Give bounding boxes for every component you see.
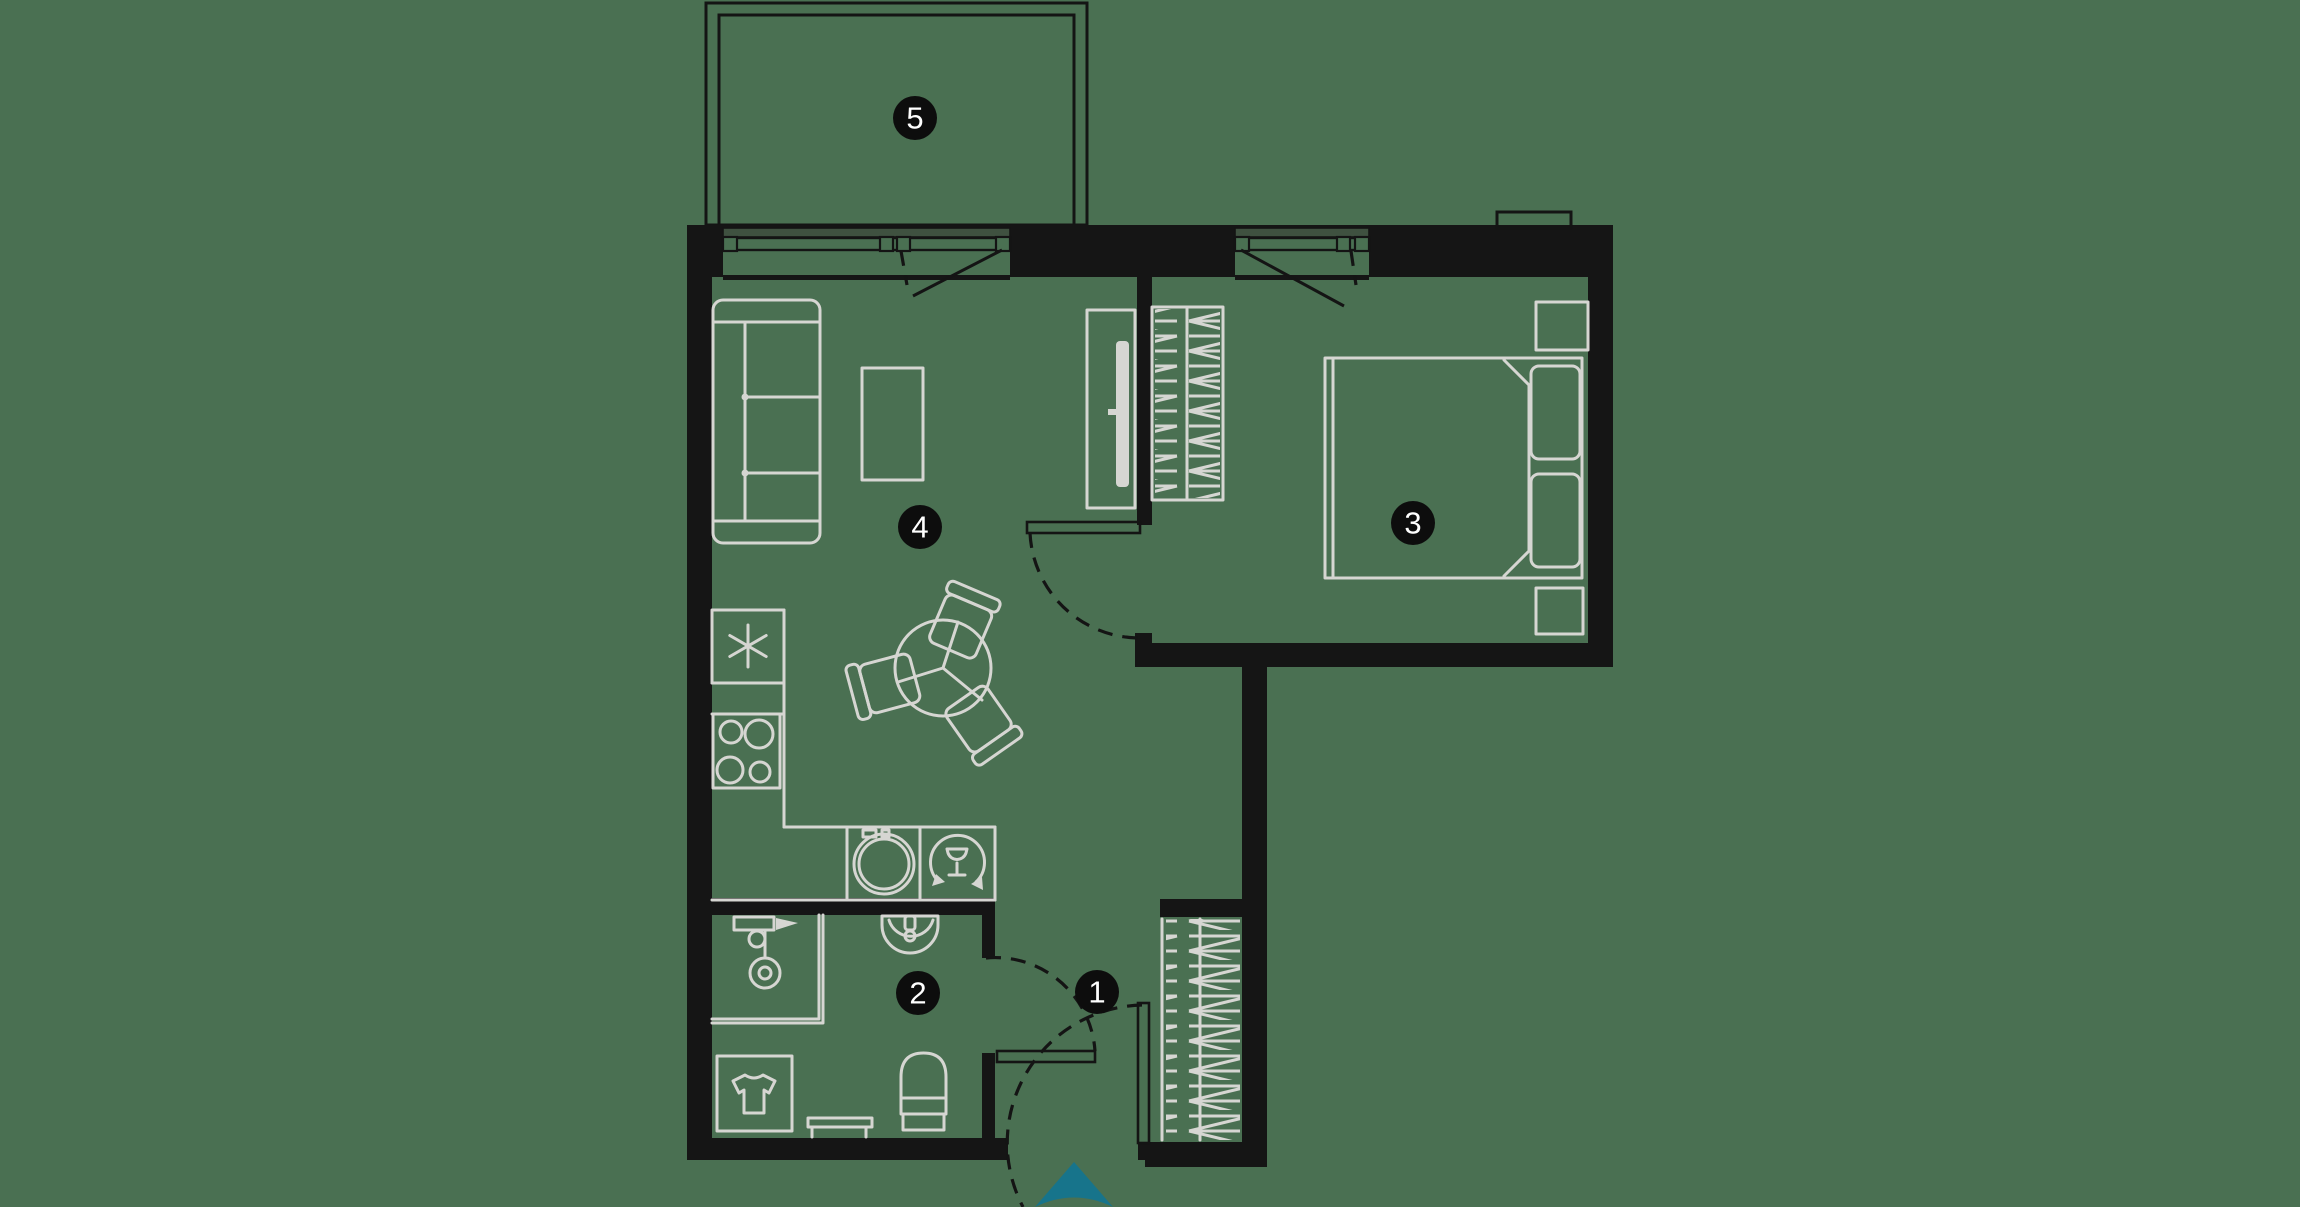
balcony-door-swing-line	[912, 248, 1003, 298]
dining-chair	[928, 579, 1002, 660]
wall-right	[1588, 225, 1613, 667]
wall-bathroom-right-upper	[982, 915, 995, 958]
fridge	[710, 608, 786, 685]
t-shirt-icon	[731, 1073, 777, 1115]
wine-glass-recycle-icon	[929, 833, 986, 890]
door-swing-arc	[1005, 1003, 1143, 1207]
dining-chair	[944, 684, 1024, 767]
marker-number: 5	[906, 101, 923, 136]
window-mullion	[1335, 235, 1352, 253]
shower-spray-icon	[776, 918, 798, 930]
door-swing-arc	[1028, 532, 1141, 640]
wall-left	[687, 225, 712, 1160]
marker-number: 2	[909, 976, 926, 1011]
shower-mixer	[732, 915, 776, 932]
window-mullion	[994, 235, 1012, 253]
door-leaf	[1025, 520, 1142, 535]
marker-number: 3	[1404, 506, 1421, 541]
window-outer-face-line	[723, 225, 1010, 228]
wall-top-middle-segment	[1010, 225, 1235, 277]
nightstand	[1534, 586, 1585, 636]
entrance-arrow-icon	[1035, 1162, 1113, 1207]
tv-screen	[1116, 341, 1129, 487]
door-swing-arc	[985, 955, 1097, 1052]
pillow	[1529, 472, 1582, 569]
coffee-table	[860, 366, 925, 482]
dining-chair	[844, 652, 922, 721]
wall-closet-right	[1242, 667, 1267, 1167]
dining-table	[893, 618, 993, 718]
window-ledge	[1234, 227, 1370, 238]
marker-number: 4	[911, 510, 928, 545]
snowflake-icon	[728, 623, 768, 669]
stove	[711, 712, 782, 790]
entrance-door-hinge-block	[1138, 1142, 1160, 1160]
window-mullion	[1353, 235, 1371, 253]
faucet	[903, 914, 917, 932]
toilet	[899, 1051, 948, 1132]
bathroom-door	[985, 955, 1097, 1064]
wall-top-right-segment	[1369, 225, 1613, 277]
bedroom-window-inner-face-line	[1235, 275, 1369, 280]
window-frame	[721, 236, 1012, 252]
shower-glass	[710, 913, 825, 1025]
shower	[710, 913, 825, 1025]
room-marker-living-room[interactable]: 4	[898, 505, 942, 549]
washing-machine	[852, 828, 916, 896]
pillow	[1529, 364, 1582, 461]
wall-closet-bottom	[1145, 1142, 1267, 1167]
living-room-window	[721, 227, 1012, 298]
room-marker-bathroom[interactable]: 2	[896, 971, 940, 1015]
balcony-door-swing-dash	[899, 250, 909, 286]
bed	[1323, 356, 1584, 580]
shower-drain	[748, 956, 782, 990]
wall-bottom	[687, 1138, 1008, 1160]
window-swing-line	[1240, 248, 1345, 308]
nightstand	[1534, 300, 1590, 352]
window-ledge	[722, 227, 1011, 238]
bedroom-door	[1025, 520, 1142, 640]
marker-circle[interactable]	[896, 971, 940, 1015]
marker-circle[interactable]	[893, 96, 937, 140]
bench	[806, 1116, 874, 1139]
room-marker-bedroom[interactable]: 3	[1391, 501, 1435, 545]
wall-bathroom-right-lower	[982, 1053, 995, 1138]
sink	[880, 914, 940, 955]
exterior-ac-ledge	[1495, 210, 1573, 230]
window-mullion	[721, 235, 739, 253]
entry-closet	[1160, 917, 1240, 1142]
bedroom-window-outer-face-line	[1235, 225, 1369, 228]
walls	[687, 225, 1613, 1167]
window-mullion	[878, 235, 895, 253]
wall-living-bedroom-partition	[1137, 277, 1152, 525]
marker-circle[interactable]	[898, 505, 942, 549]
tv-unit	[1085, 308, 1137, 510]
wall-bedroom-bottom	[1137, 643, 1613, 667]
window-swing-dash	[1349, 250, 1358, 286]
wall-bathroom-top	[687, 898, 995, 915]
door-leaf	[995, 1049, 1097, 1064]
marker-circle[interactable]	[1391, 501, 1435, 545]
wall-closet-top	[1160, 899, 1242, 917]
bedroom-wardrobe	[1150, 305, 1225, 502]
room-marker-hallway[interactable]: 1	[1075, 970, 1119, 1014]
entrance-door	[1005, 1001, 1151, 1207]
window-inner-face-line	[723, 275, 1010, 280]
marker-number: 1	[1088, 975, 1105, 1010]
window-mullion	[895, 235, 912, 253]
shower-glass	[710, 913, 821, 1021]
room-marker-balcony[interactable]: 5	[893, 96, 937, 140]
marker-circle[interactable]	[1075, 970, 1119, 1014]
dishwasher	[929, 833, 986, 890]
bedroom-window	[1233, 227, 1371, 308]
sofa	[711, 298, 822, 545]
laundry-basket	[715, 1054, 794, 1133]
door-leaf	[1136, 1001, 1151, 1145]
